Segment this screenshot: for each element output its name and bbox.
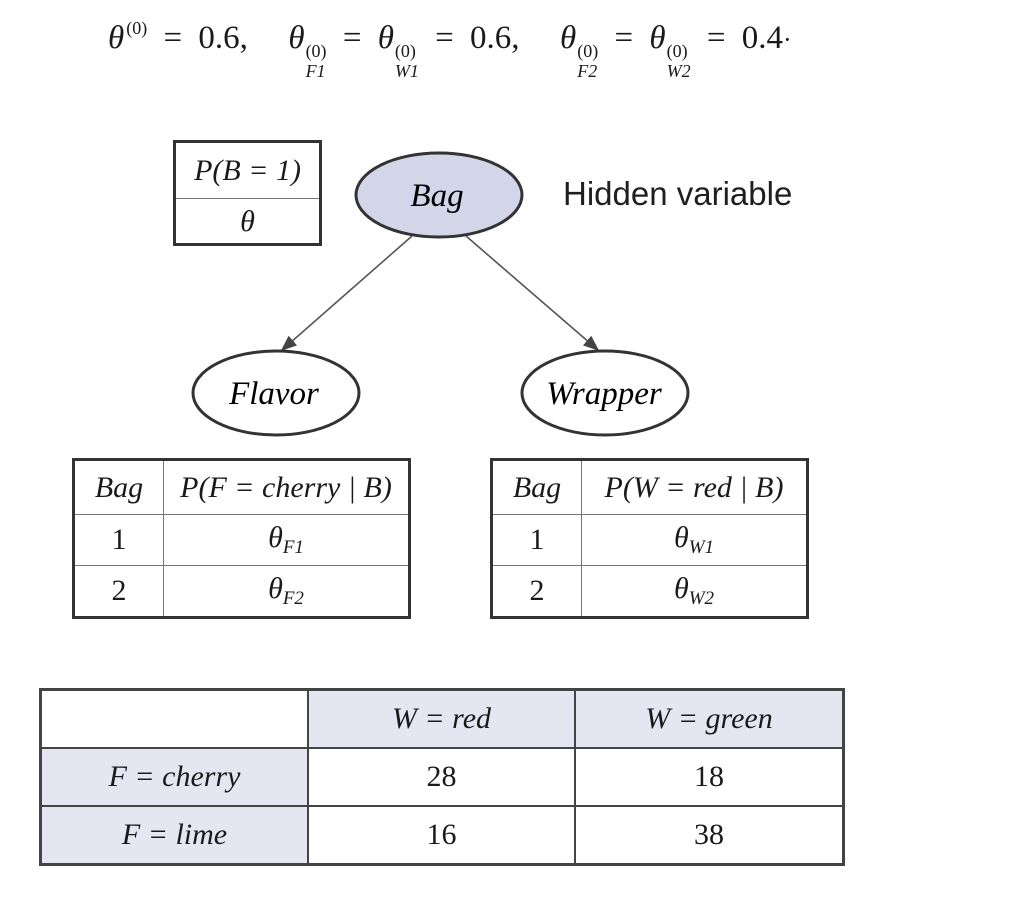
- wrapper-node-label: Wrapper: [546, 376, 662, 412]
- count-cell: 18: [574, 747, 845, 807]
- cpt-theta-cell: θW2: [581, 565, 808, 618]
- corner-cell: [39, 688, 309, 749]
- cpt-header-prob: P(W = red | B): [581, 459, 808, 515]
- col-header-green: W = green: [574, 688, 845, 749]
- theta-w1-term: θ(0)W1: [377, 20, 419, 81]
- wrapper-node: [520, 349, 690, 437]
- bag-node-label: Bag: [410, 178, 463, 214]
- cpt-theta-cell: θW1: [581, 514, 808, 566]
- wrapper-cpt-table: Bag P(W = red | B) 1 θW1 2 θW2: [490, 458, 809, 619]
- flavor-cpt-table: Bag P(F = cherry | B) 1 θF1 2 θF2: [72, 458, 411, 619]
- row-header-lime: F = lime: [39, 805, 309, 866]
- table-row: F = lime 16 38: [39, 805, 845, 866]
- flavor-node-label: Flavor: [228, 376, 319, 412]
- table-row: 1 θW1: [491, 514, 808, 566]
- theta-f2-term: θ(0)F2: [560, 20, 599, 81]
- prior-table-header: P(B = 1): [176, 143, 319, 199]
- count-cell: 28: [307, 747, 576, 807]
- theta-f1-term: θ(0)F1: [288, 20, 327, 81]
- hidden-variable-label: Hidden variable: [563, 175, 793, 212]
- cpt-header-bag: Bag: [73, 459, 164, 515]
- edge-bag-to-flavor: [280, 235, 413, 352]
- prior-table: P(B = 1) θ: [173, 140, 322, 246]
- table-row: 2 θF2: [73, 565, 410, 618]
- cpt-bag-cell: 2: [491, 565, 582, 618]
- bayes-network-diagram: Bag Flavor Wrapper: [191, 151, 690, 437]
- cpt-theta-cell: θF1: [163, 514, 410, 566]
- theta-term: θ(0): [108, 18, 148, 56]
- edge-bag-to-wrapper: [465, 235, 600, 352]
- cpt-bag-cell: 2: [73, 565, 164, 618]
- bag-node: [354, 151, 524, 239]
- cpt-header-bag: Bag: [491, 459, 582, 515]
- theta-value: 0.6,: [198, 20, 248, 56]
- initial-parameters-equation: θ(0) = 0.6, θ(0)F1 = θ(0)W1 = 0.6, θ(0)F…: [108, 18, 792, 81]
- table-header-row: W = red W = green: [39, 688, 845, 749]
- table-row: 2 θW2: [491, 565, 808, 618]
- table-row: 1 θF1: [73, 514, 410, 566]
- flavor-node: [191, 349, 361, 437]
- theta-w2-term: θ(0)W2: [649, 20, 691, 81]
- prior-table-value: θ: [240, 205, 255, 238]
- table-row: F = cherry 28 18: [39, 747, 845, 807]
- cpt-bag-cell: 1: [73, 514, 164, 566]
- count-cell: 38: [574, 805, 845, 866]
- count-table: W = red W = green F = cherry 28 18 F = l…: [39, 688, 845, 866]
- cpt-bag-cell: 1: [491, 514, 582, 566]
- theta-f1-w1-value: 0.6,: [470, 20, 520, 56]
- row-header-cherry: F = cherry: [39, 747, 309, 807]
- col-header-red: W = red: [307, 688, 576, 749]
- cpt-header-prob: P(F = cherry | B): [163, 459, 410, 515]
- count-cell: 16: [307, 805, 576, 866]
- theta-f2-w2-value: 0.4: [741, 20, 783, 56]
- cpt-theta-cell: θF2: [163, 565, 410, 618]
